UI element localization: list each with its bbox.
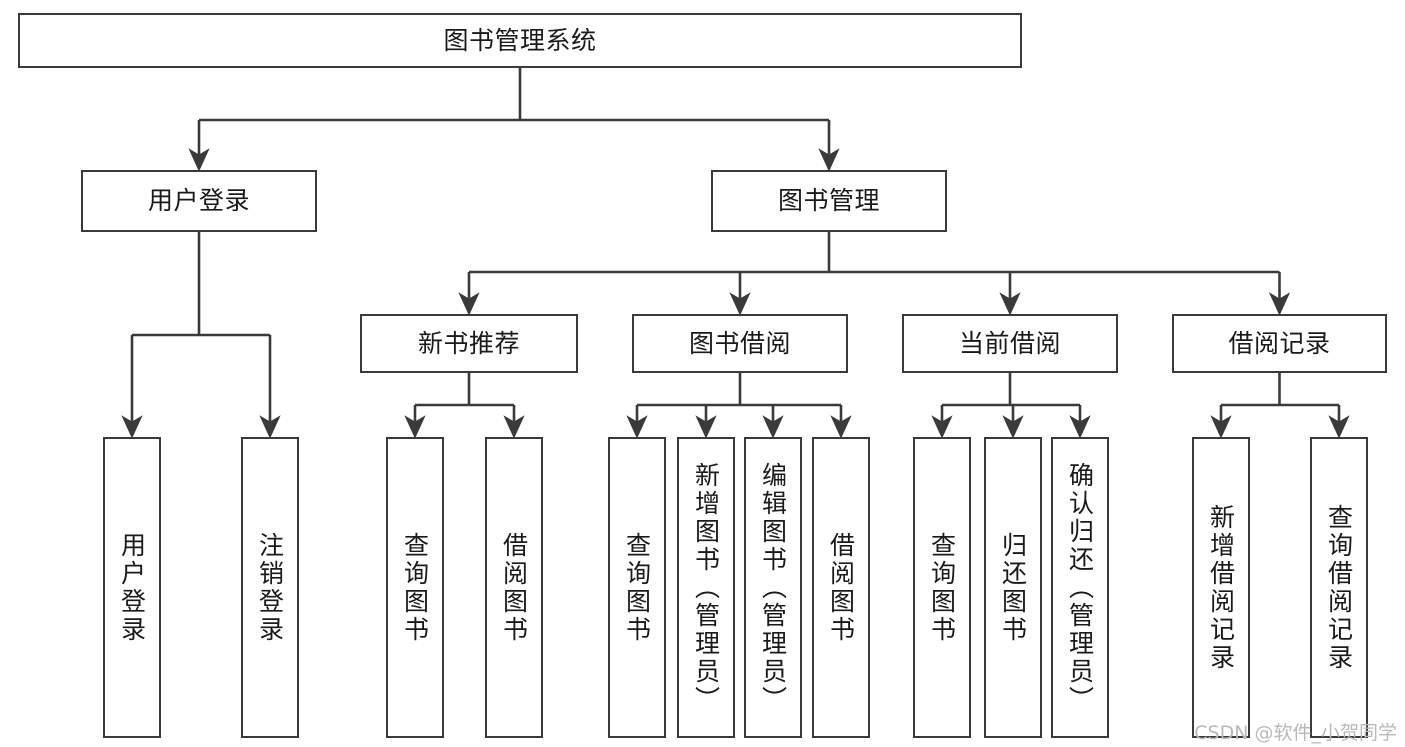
node-borrowing-record[interactable]: 借阅记录 — [1172, 314, 1387, 373]
node-label-root: 图书管理系统 — [443, 25, 597, 55]
csdn-watermark: CSDN @软件_小贺同学 — [1194, 722, 1397, 744]
node-label-leaf-query-record: 查询借阅记录 — [1324, 503, 1354, 672]
node-leaf-add-record[interactable]: 新增借阅记录 — [1192, 437, 1250, 738]
node-label-leaf-query-book-b: 查询图书 — [622, 531, 652, 644]
node-leaf-add-book[interactable]: 新增图书（管理员） — [677, 437, 735, 738]
node-current-borrowing[interactable]: 当前借阅 — [902, 314, 1118, 373]
node-label-leaf-logout: 注销登录 — [255, 531, 285, 644]
node-label-leaf-query-book-a: 查询图书 — [400, 531, 430, 644]
node-label-user-login: 用户登录 — [147, 186, 250, 216]
node-book-borrowing[interactable]: 图书借阅 — [632, 314, 848, 373]
node-new-book-recommendation[interactable]: 新书推荐 — [360, 314, 578, 373]
node-leaf-query-book-c[interactable]: 查询图书 — [913, 437, 971, 738]
node-leaf-query-book-b[interactable]: 查询图书 — [608, 437, 666, 738]
node-label-leaf-user-login: 用户登录 — [117, 531, 147, 644]
node-label-leaf-edit-book: 编辑图书（管理员） — [758, 461, 788, 714]
node-label-leaf-add-book: 新增图书（管理员） — [691, 461, 721, 714]
node-book-management-system[interactable]: 图书管理系统 — [18, 13, 1022, 68]
node-label-leaf-borrow-book-b: 借阅图书 — [826, 531, 856, 644]
node-label-leaf-borrow-book-a: 借阅图书 — [499, 531, 529, 644]
node-label-current-borrowing: 当前借阅 — [958, 328, 1061, 358]
node-leaf-confirm-return[interactable]: 确认归还（管理员） — [1051, 437, 1109, 738]
node-leaf-query-book-a[interactable]: 查询图书 — [386, 437, 444, 738]
node-leaf-return-book[interactable]: 归还图书 — [984, 437, 1042, 738]
node-label-leaf-confirm-return: 确认归还（管理员） — [1065, 461, 1095, 714]
node-label-leaf-query-book-c: 查询图书 — [927, 531, 957, 644]
node-leaf-query-record[interactable]: 查询借阅记录 — [1310, 437, 1368, 738]
node-leaf-user-login[interactable]: 用户登录 — [103, 437, 161, 738]
node-leaf-logout[interactable]: 注销登录 — [241, 437, 299, 738]
node-label-book-borrowing: 图书借阅 — [688, 328, 791, 358]
node-label-borrowing-record: 借阅记录 — [1228, 328, 1331, 358]
node-leaf-edit-book[interactable]: 编辑图书（管理员） — [744, 437, 802, 738]
node-label-leaf-add-record: 新增借阅记录 — [1206, 503, 1236, 672]
node-leaf-borrow-book-a[interactable]: 借阅图书 — [485, 437, 543, 738]
node-label-book-management: 图书管理 — [777, 186, 880, 216]
node-label-new-book-recommendation: 新书推荐 — [417, 328, 520, 358]
node-book-management[interactable]: 图书管理 — [711, 170, 947, 232]
node-label-leaf-return-book: 归还图书 — [998, 531, 1028, 644]
node-user-login[interactable]: 用户登录 — [81, 170, 317, 232]
node-leaf-borrow-book-b[interactable]: 借阅图书 — [812, 437, 870, 738]
